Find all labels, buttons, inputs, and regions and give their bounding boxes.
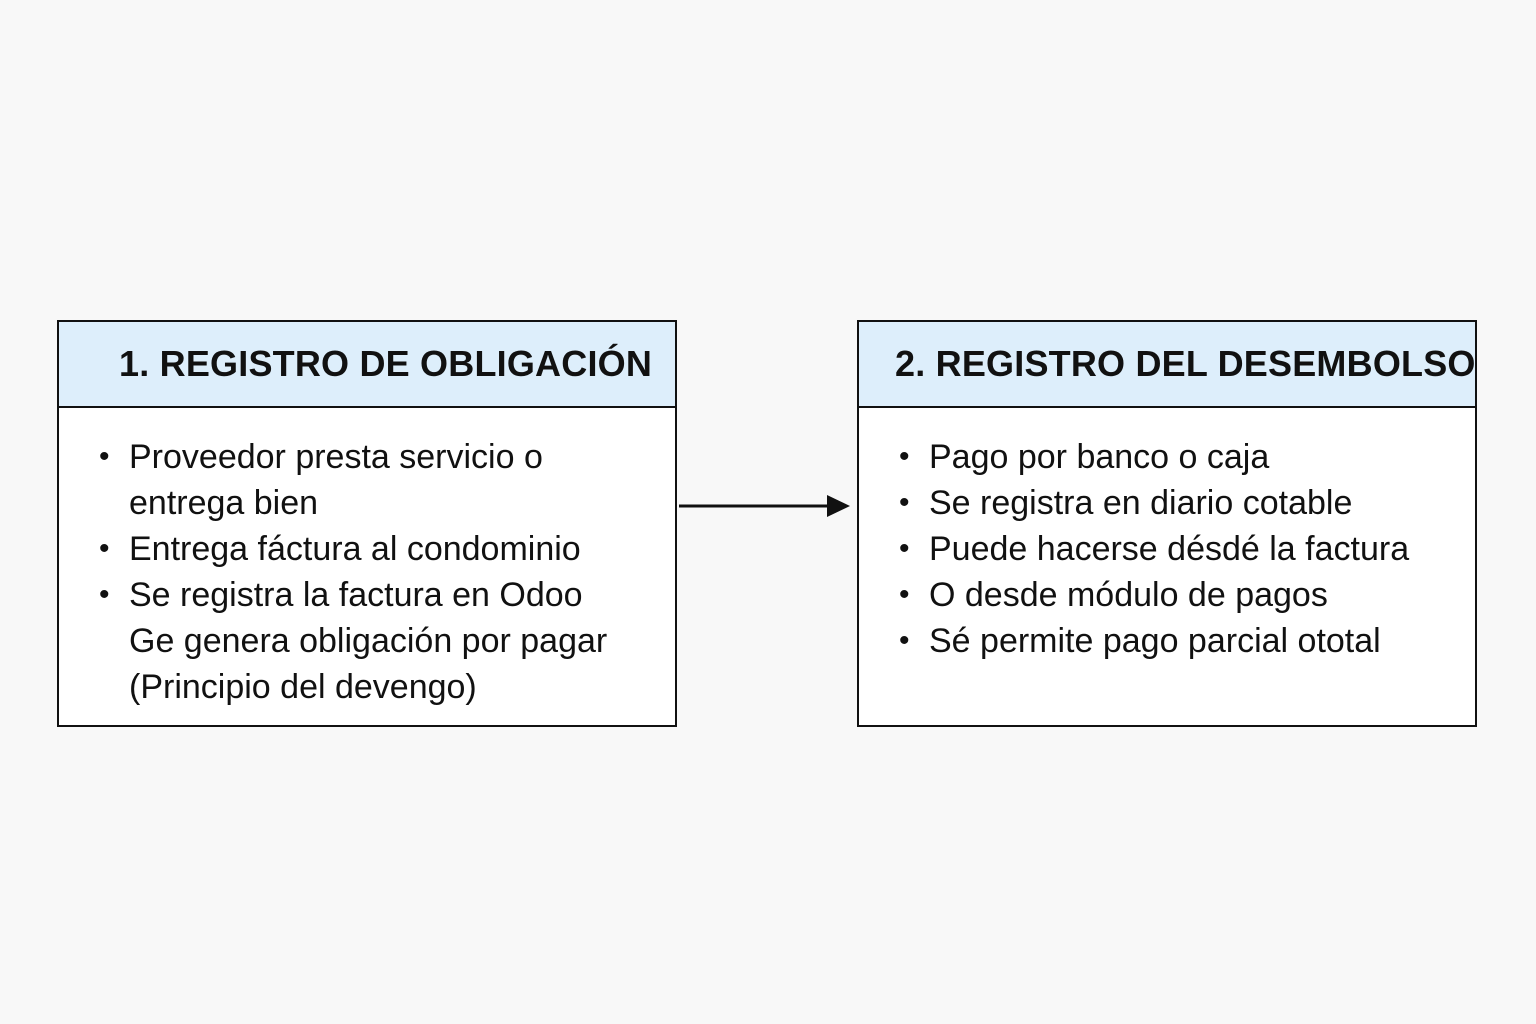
list-item: • O desde módulo de pagos — [899, 572, 1459, 618]
bullet-icon: • — [899, 532, 910, 565]
continuation-line: (Principio del devengo) — [129, 668, 477, 706]
list-item-line: Proveedor presta servicio o — [129, 438, 543, 476]
list-item: • Puede hacerse désdé la factura — [899, 526, 1459, 572]
list-item-line: Se registra la factura en Odoo — [129, 576, 583, 614]
disbursement-box-title: 2. REGISTRO DEL DESEMBOLSO — [859, 322, 1475, 408]
bullet-icon: • — [99, 440, 110, 473]
disbursement-box: 2. REGISTRO DEL DESEMBOLSO • Pago por ba… — [857, 320, 1477, 727]
list-item: • Entrega fáctura al condominio — [99, 526, 659, 572]
list-item-text: Se registra en diario cotable — [929, 484, 1353, 522]
list-item: • Se registra la factura en Odoo — [99, 572, 659, 618]
bullet-icon: • — [899, 578, 910, 611]
obligation-box-body: • Proveedor presta servicio o entrega bi… — [59, 408, 675, 710]
list-item-text: Pago por banco o caja — [929, 438, 1270, 476]
list-item: • Sé permite pago parcial ototal — [899, 618, 1459, 664]
disbursement-box-body: • Pago por banco o caja • Se registra en… — [859, 408, 1475, 664]
list-item: • Proveedor presta servicio o entrega bi… — [99, 434, 659, 526]
list-item-text: Sé permite pago parcial ototal — [929, 622, 1381, 660]
obligation-box-title: 1. REGISTRO DE OBLIGACIÓN — [59, 322, 675, 408]
bullet-icon: • — [99, 532, 110, 565]
obligation-box: 1. REGISTRO DE OBLIGACIÓN • Proveedor pr… — [57, 320, 677, 727]
list-item-line: Entrega fáctura al condominio — [129, 530, 581, 568]
list-item-line: entrega bien — [129, 484, 319, 522]
list-item-text: Puede hacerse désdé la factura — [929, 530, 1410, 568]
bullet-icon: • — [99, 578, 110, 611]
continuation-line: Ge genera obligación por pagar — [129, 622, 608, 660]
list-item: • Pago por banco o caja — [899, 434, 1459, 480]
obligation-list: • Proveedor presta servicio o entrega bi… — [99, 434, 659, 618]
list-item: • Se registra en diario cotable — [899, 480, 1459, 526]
bullet-icon: • — [899, 624, 910, 657]
disbursement-list: • Pago por banco o caja • Se registra en… — [899, 434, 1459, 664]
arrow-right-icon — [679, 495, 850, 517]
bullet-icon: • — [899, 440, 910, 473]
list-item-text: O desde módulo de pagos — [929, 576, 1328, 614]
bullet-icon: • — [899, 486, 910, 519]
